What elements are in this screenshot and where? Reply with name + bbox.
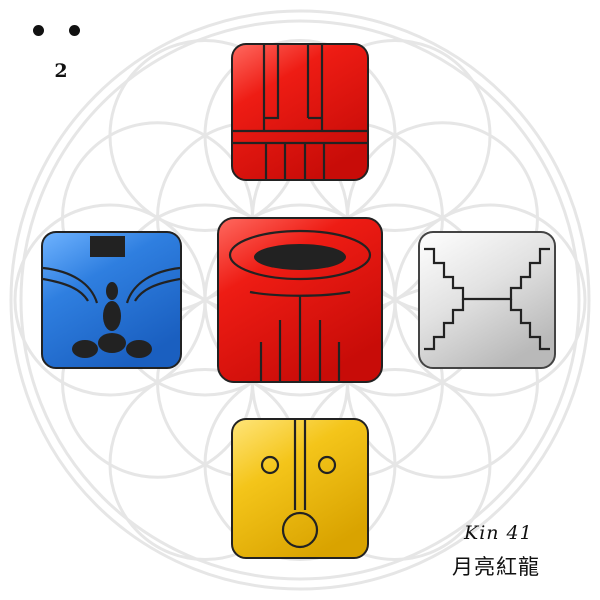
white-worldbridger-glyph-icon	[418, 231, 556, 369]
guide-glyph-tile	[231, 43, 369, 181]
destiny-glyph-tile	[217, 217, 383, 383]
flower-boundary-ring	[9, 9, 591, 591]
flower-boundary-ring	[19, 19, 581, 581]
tone-dot	[69, 25, 80, 36]
tone-number: 2	[54, 60, 68, 82]
antipode-glyph-tile	[41, 231, 182, 369]
red-dragon-glyph-icon	[217, 217, 383, 383]
tone-dot	[33, 25, 44, 36]
blue-monkey-glyph-icon	[41, 231, 182, 369]
analog-glyph-tile	[418, 231, 556, 369]
occult-glyph-tile	[231, 418, 369, 559]
flower-petal-circle	[393, 203, 587, 397]
kin-name-label: 月亮紅龍	[452, 555, 540, 579]
kin-number-label: Kin 41	[464, 522, 533, 544]
yellow-sun-glyph-icon	[231, 418, 369, 559]
red-skywalker-glyph-icon	[231, 43, 369, 181]
